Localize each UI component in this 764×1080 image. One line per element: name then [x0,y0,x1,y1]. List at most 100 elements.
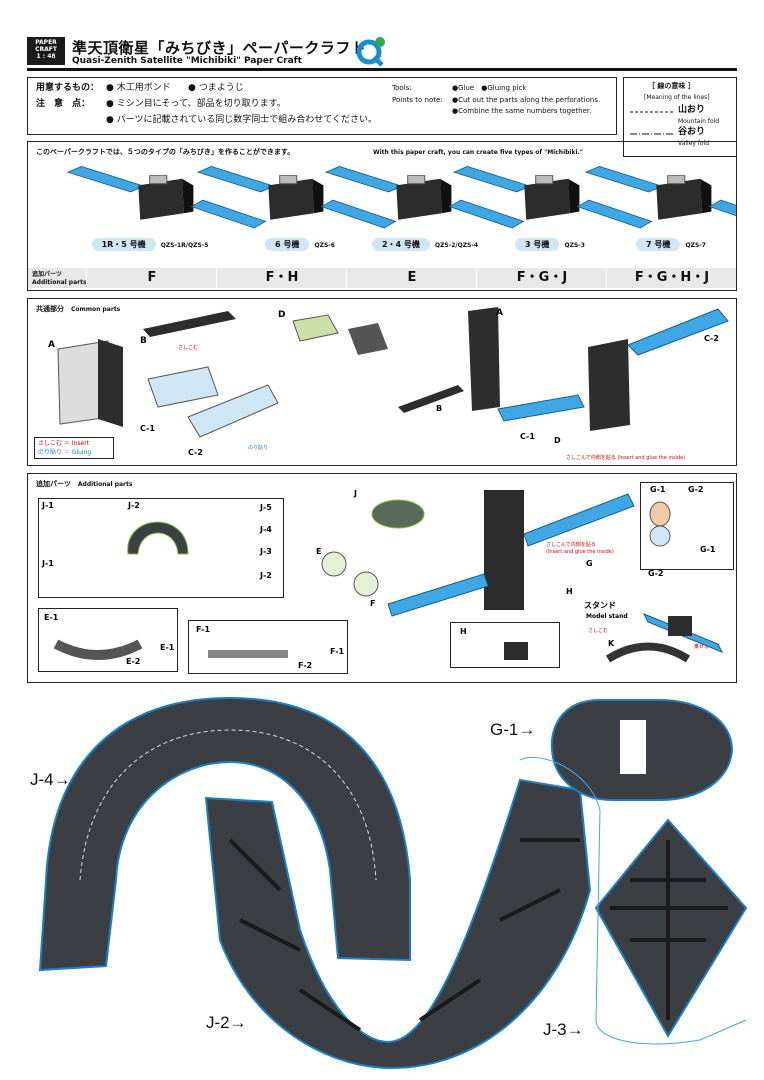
h-assembly-box [450,622,560,668]
insert-glue-label-en: (Insert and glue the inside) [546,549,614,555]
info-box: 用意するもの： ● 木工用ボンド ● つまようじ 注 意 点： ● ミシン目にそ… [27,77,617,135]
prep-item-2: ● つまようじ [188,83,244,93]
legend-valley-en: Valley fold [678,140,710,147]
legend-mountain-en: Mountain fold [678,118,720,125]
legend-mountain-ja: 山おり [678,105,706,115]
g-assembly-box [640,482,734,570]
types-section: このペーパークラフトでは、５つのタイプの「みちびき」を作ることができます。 Wi… [27,141,737,291]
common-parts-diagram: A B C-1 C-2 D A B C-1 C-2 D さしこんで内側を貼る (… [48,307,729,461]
common-label-d-assembly: D [554,436,561,445]
additional-heading: 追加パーツ Additional parts [36,480,133,488]
valley-fold-line-icon [630,133,674,135]
insert-note: さしこんで内側を貼る (Insert and glue the inside) [566,454,685,461]
additional-parts-diagram: J-1 J-2 J-5 J-4 J-3 J-2 J-1 E-1 E-2 E-1 … [41,485,724,670]
f1-small-label: F-1 [330,647,345,656]
parts-model-4: F・G・J [476,268,607,288]
legend-glue: のり貼り ＝ Gluing [38,449,92,456]
e1-small-label: E-1 [160,643,175,652]
j2-cutout-shape [204,778,592,1070]
stand-label-en: Model stand [586,613,628,620]
common-legend: さしこむ ＝ Insert のり貼り ＝ Gluing [34,437,114,459]
common-label-c2: C-2 [188,448,203,457]
types-heading-en: With this paper craft, you can create fi… [373,149,583,156]
tools-label: Tools: [392,84,412,92]
j2-small-label: J-2 [259,571,272,580]
common-label-c2-assembly: C-2 [704,334,719,343]
legend-valley-ja: 谷おり [678,127,706,137]
f2-label: F-2 [298,661,312,670]
legend-insert: さしこむ ＝ Insert [38,440,90,447]
prep-label: 用意するもの： [36,83,100,93]
common-parts-section: 共通部分 Common parts さしこむ ＝ Insert のり貼り ＝ G… [27,298,737,466]
model-7-satellite [585,165,736,229]
j-assembly-box [38,498,284,598]
g-main-label: G [586,559,593,568]
common-label-c1-assembly: C-1 [520,432,535,441]
e-main-label: E [316,547,321,556]
insert-glue-label: さしこんで内側を貼る [546,541,596,548]
badge-line-1: PAPER [35,39,57,46]
f1-label: F-1 [196,625,211,634]
stand-label-ja: スタンド [584,600,616,610]
additional-label-en: Additional parts [32,279,87,286]
note-en-2: ●Combine the same numbers together. [452,107,592,115]
j2-caption: J-2→ [206,1013,247,1032]
j5-label: J-5 [259,503,272,512]
g2-small-label: G-2 [648,569,663,578]
model-label-2: 6 号機 QZS-6 [240,232,360,272]
g1-cutout-window [620,720,646,774]
j4-caption: J-4→ [30,770,71,789]
badge-line-3: 1 : 48 [36,53,56,60]
legend-subtitle: [Meaning of the lines] [644,94,710,101]
satellite-illustrations [67,165,736,229]
stand-insert-label: さしこむ [588,627,608,634]
note-ja-1: ● ミシン目にそって、部品を切り取ります。 [106,99,286,109]
common-label-a-assembly: A [496,308,503,318]
jaxa-logo-icon [356,37,385,67]
j3-label: J-3 [259,547,272,556]
additional-parts-section: 追加パーツ Additional parts [27,473,737,683]
j1-label: J-1 [41,501,54,510]
f-main-label: F [370,599,375,608]
stand-put-label: 乗せる [694,643,709,650]
page-title-en: Quasi-Zenith Satellite "Michibiki" Paper… [72,56,302,66]
prep-item-1: ● 木工用ボンド [106,83,171,93]
j3-cutout-shape [594,818,748,1038]
model-label-1: 1R・5 号機 QZS-1R/QZS-5 [90,232,210,272]
g2-label: G-2 [688,485,703,494]
common-label-c1: C-1 [140,424,155,433]
note-label: 注 意 点： [36,99,91,109]
tools-items: ●Glue ●Gluing pick [452,84,527,92]
parts-model-1: F [86,268,217,288]
model-label-3: 2・4 号機 QZS-2/QZS-4 [355,232,495,272]
j3-caption: J-3→ [543,1020,584,1039]
types-heading-ja: このペーパークラフトでは、５つのタイプの「みちびき」を作ることができます。 [36,148,295,156]
common-label-b: B [140,336,147,346]
points-label: Points to note: [392,96,443,104]
additional-parts-row: 追加パーツ Additional parts F F・H E F・G・J F・G… [28,268,736,288]
j-main-label: J [353,489,357,498]
j2-label: J-2 [127,501,140,510]
h-box-label: H [460,627,467,636]
header-rule [27,68,737,71]
insert-label: さしこむ [178,344,198,351]
e2-label: E-2 [126,657,140,666]
parts-model-3: E [346,268,477,288]
model-label-4: 3 号機 QZS-3 [495,232,605,272]
note-ja-2: ● パーツに記載されている同じ数字同士で組み合わせてください。 [106,115,378,125]
g1-caption: G-1→ [490,720,536,739]
j4-cutout-shape [38,696,411,972]
g1-small-label: G-1 [700,545,716,554]
scale-badge: PAPER CRAFT 1 : 48 [27,37,65,65]
g1-label: G-1 [650,485,666,494]
common-label-d: D [278,310,285,320]
f-assembly-box [188,620,348,674]
parts-model-5: F・G・H・J [606,268,737,288]
e-assembly-box [38,608,178,672]
j1-small-label: J-1 [41,559,54,568]
parts-model-2: F・H [216,268,347,288]
e1-label: E-1 [44,613,59,622]
legend-title: ［ 線の意味 ］ [648,82,695,90]
badge-line-2: CRAFT [35,46,57,53]
common-label-b-assembly: B [436,404,442,413]
